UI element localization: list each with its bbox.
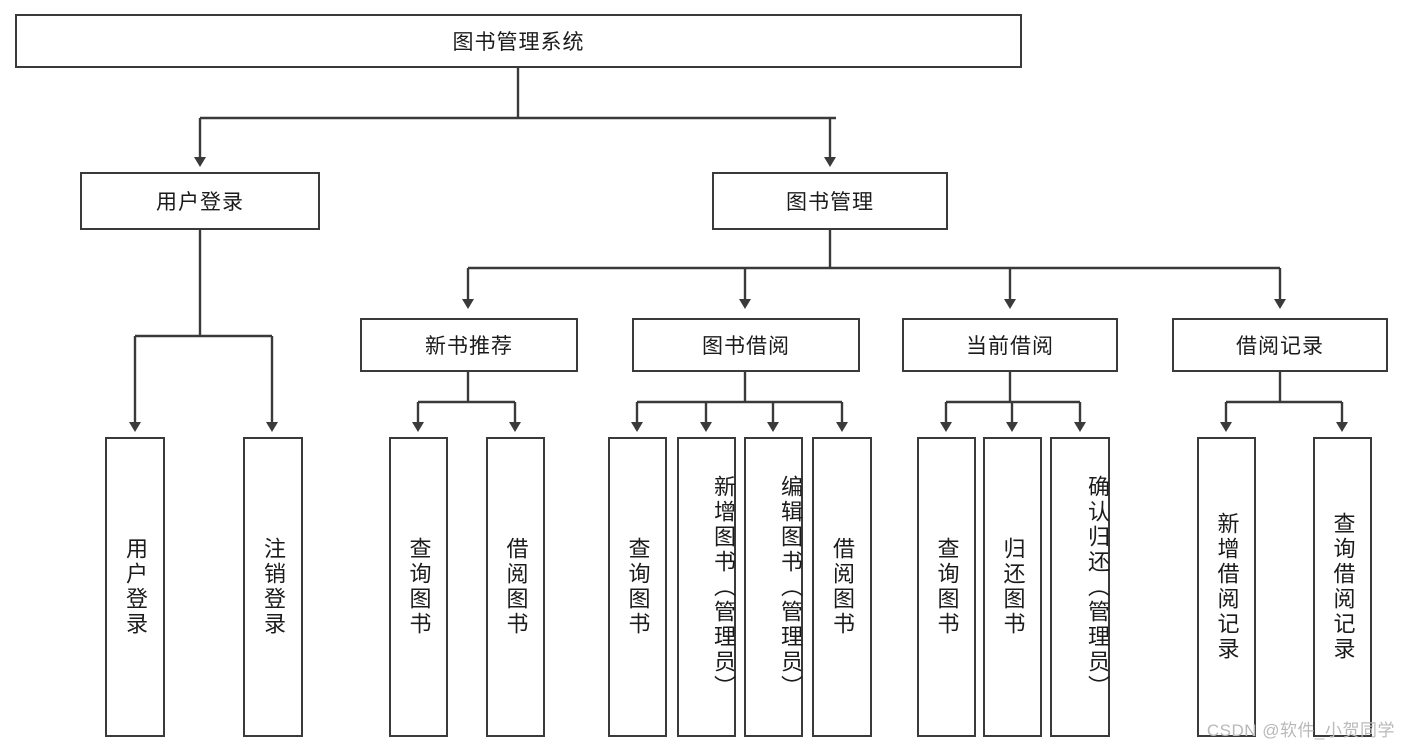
leaf-borrow-query-book-label: 查询图书 [625, 537, 651, 637]
node-book-borrow-label: 图书借阅 [702, 335, 790, 358]
leaf-logout-login-label: 注销登录 [261, 537, 286, 637]
node-root-system[interactable]: 图书管理系统 [15, 14, 1022, 68]
leaf-new-book-query-label: 查询图书 [406, 537, 432, 637]
node-current-borrow[interactable]: 当前借阅 [902, 318, 1118, 372]
leaf-add-book-admin[interactable]: 新增图书（管理员） [677, 437, 736, 737]
leaf-edit-book-admin[interactable]: 编辑图书（管理员） [744, 437, 803, 737]
leaf-current-query-book-label: 查询图书 [934, 537, 960, 637]
node-borrow-record[interactable]: 借阅记录 [1172, 318, 1388, 372]
node-root-system-label: 图书管理系统 [452, 31, 585, 54]
node-book-borrow[interactable]: 图书借阅 [632, 318, 860, 372]
leaf-user-login[interactable]: 用户登录 [105, 437, 165, 737]
leaf-return-book-label: 归还图书 [1000, 537, 1026, 637]
leaf-borrow-book-label: 借阅图书 [830, 537, 855, 637]
leaf-borrow-query-book[interactable]: 查询图书 [608, 437, 667, 737]
leaf-query-borrow-record-label: 查询借阅记录 [1330, 512, 1356, 662]
leaf-add-borrow-record[interactable]: 新增借阅记录 [1197, 437, 1256, 737]
leaf-logout-login[interactable]: 注销登录 [243, 437, 303, 737]
leaf-return-book[interactable]: 归还图书 [983, 437, 1042, 737]
leaf-add-borrow-record-label: 新增借阅记录 [1214, 512, 1240, 662]
leaf-new-book-query[interactable]: 查询图书 [389, 437, 448, 737]
leaf-current-query-book[interactable]: 查询图书 [917, 437, 976, 737]
leaf-new-book-borrow[interactable]: 借阅图书 [486, 437, 545, 737]
node-user-login[interactable]: 用户登录 [80, 172, 320, 230]
leaf-confirm-return-admin[interactable]: 确认归还（管理员） [1050, 437, 1110, 737]
node-book-manage-label: 图书管理 [786, 191, 874, 214]
leaf-new-book-borrow-label: 借阅图书 [503, 537, 529, 637]
node-user-login-label: 用户登录 [156, 191, 244, 214]
watermark-text: CSDN @软件_小贺同学 [1206, 721, 1395, 740]
node-borrow-record-label: 借阅记录 [1236, 335, 1324, 358]
node-book-manage[interactable]: 图书管理 [712, 172, 948, 230]
leaf-confirm-return-admin-label: 确认归还（管理员） [1085, 474, 1110, 700]
node-current-borrow-label: 当前借阅 [966, 335, 1054, 358]
leaf-edit-book-admin-label: 编辑图书（管理员） [778, 474, 803, 700]
leaf-add-book-admin-label: 新增图书（管理员） [711, 474, 736, 700]
leaf-query-borrow-record[interactable]: 查询借阅记录 [1313, 437, 1372, 737]
leaf-borrow-book[interactable]: 借阅图书 [812, 437, 872, 737]
node-new-book-recommend-label: 新书推荐 [425, 335, 513, 358]
leaf-user-login-label: 用户登录 [123, 537, 148, 637]
node-new-book-recommend[interactable]: 新书推荐 [360, 318, 578, 372]
